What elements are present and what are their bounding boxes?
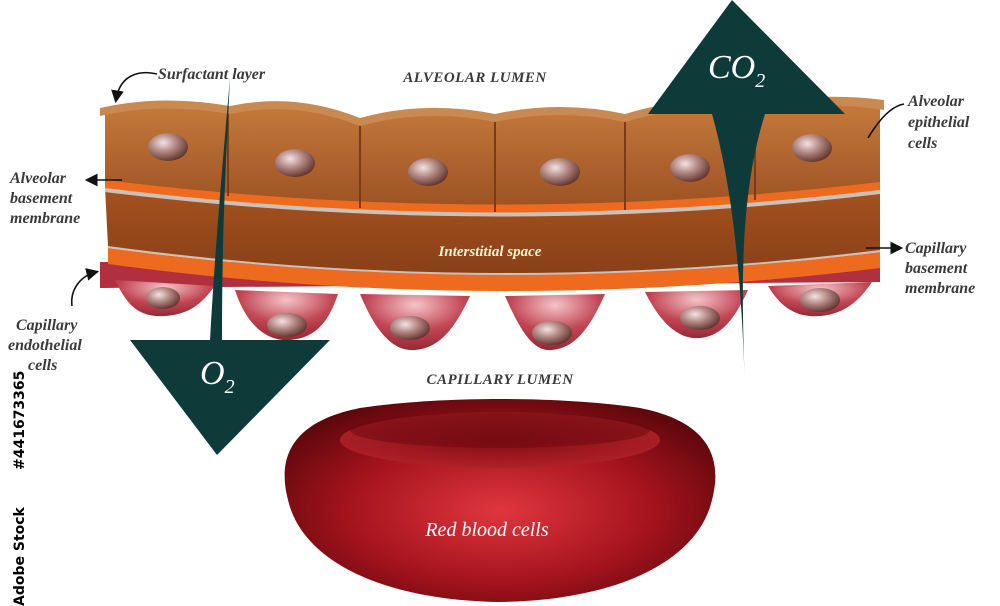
alveolar-epithelial-label-line3: cells bbox=[908, 135, 937, 152]
endothelial-cell bbox=[505, 294, 605, 351]
endothelial-cell bbox=[115, 280, 215, 317]
alveolar-epithelial-layer bbox=[105, 102, 880, 212]
co2-label: CO2 bbox=[708, 49, 765, 92]
alveolar-epithelial-label-line2: epithelial bbox=[908, 114, 970, 131]
cell-nucleus bbox=[540, 158, 580, 186]
cell-nucleus bbox=[670, 154, 710, 182]
endothelial-cell bbox=[768, 282, 872, 317]
alveolar-epithelial-callout: Alveolar epithelial cells bbox=[867, 93, 970, 152]
stock-brand-text: Adobe Stock bbox=[12, 506, 28, 606]
capillary-endothelial-label-line1: Capillary bbox=[16, 317, 78, 334]
alveolar-epithelial-label-line1: Alveolar bbox=[907, 93, 965, 110]
capillary-endothelial-label-line2: endothelial bbox=[8, 337, 82, 354]
red-blood-cell: Red blood cells bbox=[284, 399, 716, 602]
capillary-endothelial-callout: Capillary endothelial cells bbox=[8, 268, 100, 374]
cell-nucleus bbox=[148, 133, 188, 161]
cell-nucleus bbox=[275, 149, 315, 177]
capillary-endothelial-label-line3: cells bbox=[28, 357, 57, 374]
o2-label: O2 bbox=[200, 355, 235, 398]
interstitial-space-label: Interstitial space bbox=[438, 244, 542, 260]
capillary-lumen-label: CAPILLARY LUMEN bbox=[426, 372, 574, 388]
co2-arrow: CO2 bbox=[648, 0, 845, 388]
endothelial-cell bbox=[645, 290, 748, 339]
surfactant-layer-callout: Surfactant layer bbox=[111, 66, 266, 104]
capillary-basement-label-line2: basement bbox=[905, 260, 968, 277]
cell-nucleus bbox=[800, 288, 840, 312]
cell-nucleus bbox=[792, 134, 832, 162]
endothelial-cell bbox=[235, 290, 338, 341]
endothelial-cell bbox=[360, 294, 470, 351]
cell-nucleus bbox=[532, 321, 572, 345]
capillary-basement-callout: Capillary basement membrane bbox=[866, 240, 975, 297]
cell-nucleus bbox=[680, 306, 720, 330]
cell-nucleus bbox=[146, 287, 180, 309]
alveolar-basement-membrane bbox=[104, 178, 881, 217]
surfactant-layer-label: Surfactant layer bbox=[158, 66, 266, 83]
alveolar-basement-label-line1: Alveolar bbox=[9, 170, 67, 187]
red-blood-cells-label: Red blood cells bbox=[424, 519, 549, 541]
cell-nucleus bbox=[267, 313, 307, 337]
alveolar-basement-label-line3: membrane bbox=[10, 210, 80, 227]
stock-watermark: #441673365 Adobe Stock bbox=[12, 371, 28, 606]
stock-id-text: #441673365 bbox=[12, 371, 28, 470]
capillary-basement-label-line1: Capillary bbox=[905, 240, 967, 257]
alveolar-basement-label-line2: basement bbox=[10, 190, 73, 207]
cell-nucleus bbox=[408, 158, 448, 186]
o2-arrow: O2 bbox=[130, 78, 330, 455]
alveolar-lumen-label: ALVEOLAR LUMEN bbox=[402, 70, 547, 86]
cell-nucleus bbox=[390, 316, 430, 340]
capillary-basement-label-line3: membrane bbox=[905, 280, 975, 297]
alveolar-basement-callout: Alveolar basement membrane bbox=[9, 170, 122, 227]
